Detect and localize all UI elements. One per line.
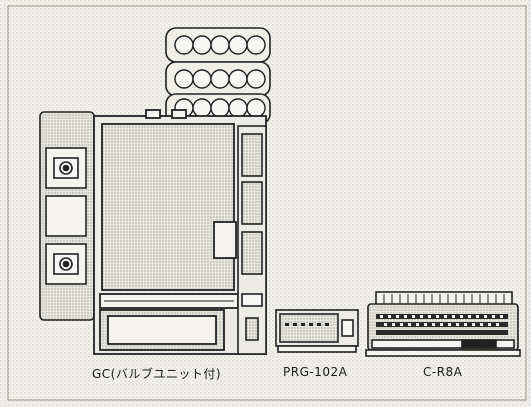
prg-102a-device	[275, 309, 359, 353]
frame-border	[7, 5, 527, 401]
label-prg-102a: PRG-102A	[283, 365, 348, 379]
valve-unit-stack	[165, 27, 271, 125]
label-gc: GC(バルブユニット付)	[92, 367, 222, 381]
gc-left-valve-column	[39, 111, 95, 321]
gc-control-panel	[237, 125, 267, 355]
c-r8a-printer	[365, 291, 521, 357]
label-c-r8a: C-R8A	[423, 365, 463, 379]
